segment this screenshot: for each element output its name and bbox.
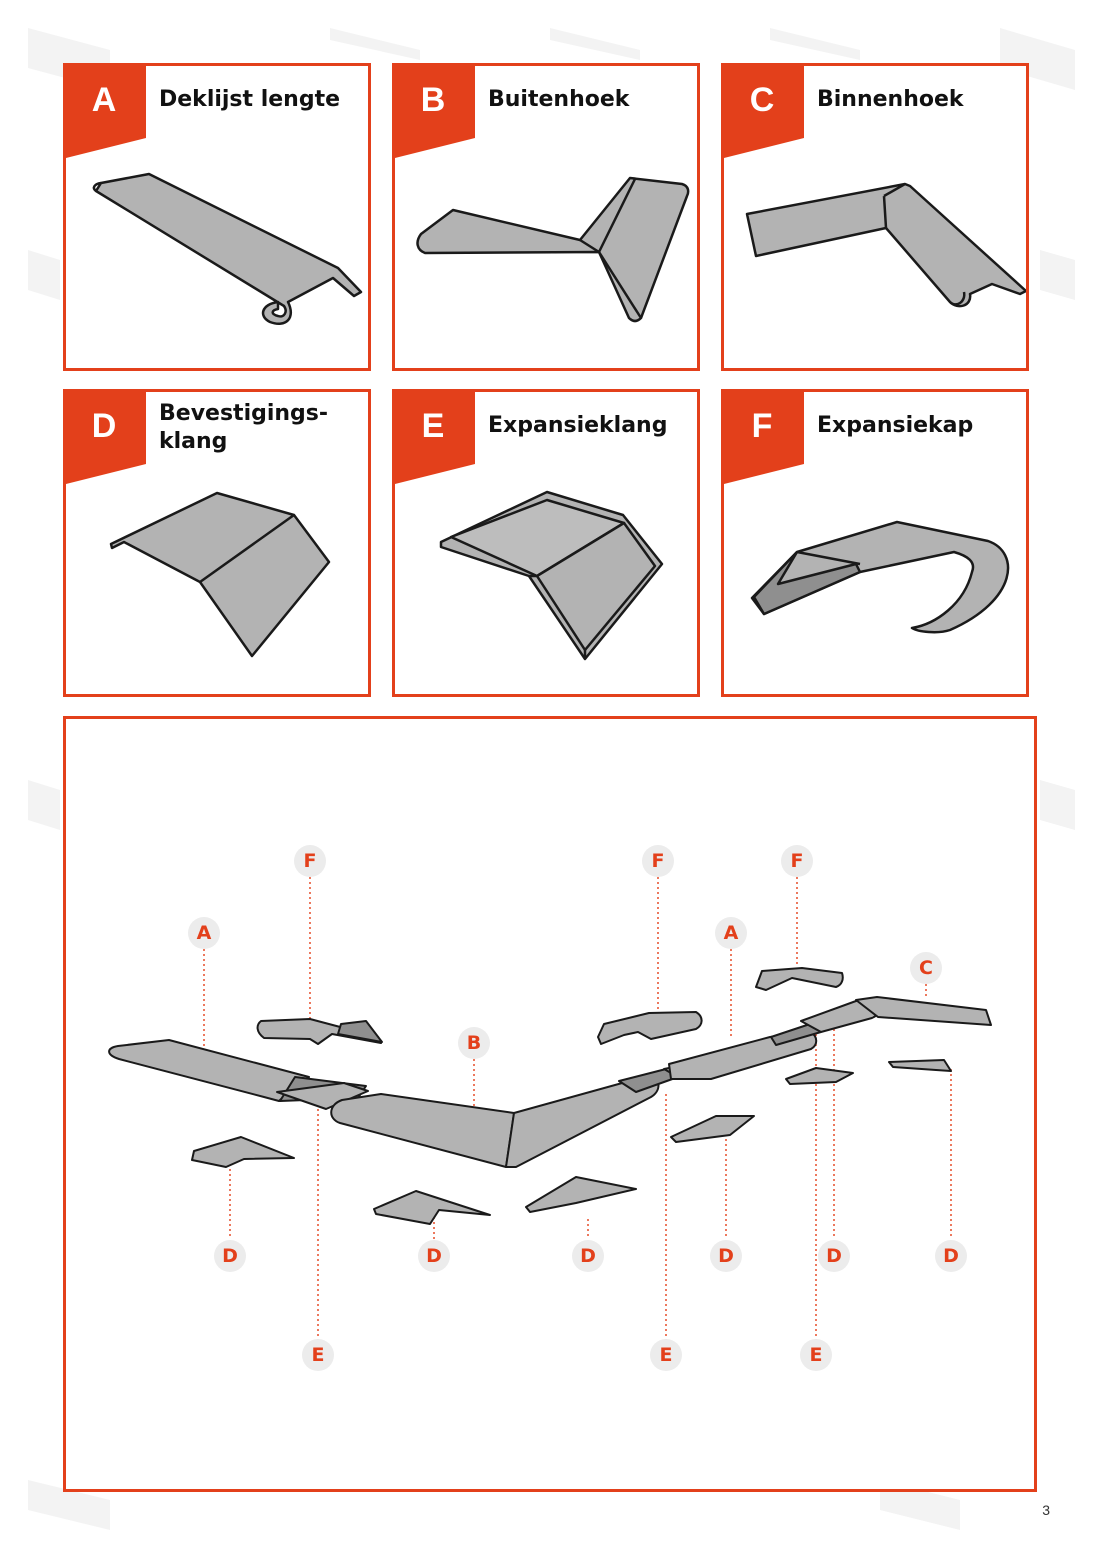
card-tag-d bbox=[66, 392, 146, 484]
callout-d-4: D bbox=[710, 1240, 742, 1272]
part-card-e: E Expansieklang bbox=[392, 389, 700, 697]
callout-d-6: D bbox=[935, 1240, 967, 1272]
binnenhoek-illustration bbox=[745, 182, 1026, 308]
buitenhoek-illustration bbox=[416, 176, 690, 323]
callout-d-3: D bbox=[572, 1240, 604, 1272]
part-card-d: D Bevestigings- klang bbox=[63, 389, 371, 697]
part-card-f: F Expansiekap bbox=[721, 389, 1029, 697]
expansieklang-illustration bbox=[439, 490, 664, 661]
part-card-c: C Binnenhoek bbox=[721, 63, 1029, 371]
expansiekap-illustration bbox=[750, 520, 1010, 634]
callout-d-5: D bbox=[818, 1240, 850, 1272]
card-tag-b bbox=[395, 66, 475, 158]
callout-c: C bbox=[910, 952, 942, 984]
assembly-diagram: F F F A A C B D D D D D D E E E bbox=[63, 716, 1037, 1492]
callout-b: B bbox=[458, 1027, 490, 1059]
callout-e-2: E bbox=[650, 1339, 682, 1371]
card-tag-f bbox=[724, 392, 804, 484]
card-letter-c: C bbox=[749, 81, 775, 119]
assembly-drawing bbox=[108, 877, 992, 1341]
part-card-b: B Buitenhoek bbox=[392, 63, 700, 371]
card-title-e: Expansieklang bbox=[488, 413, 668, 438]
card-title-c: Binnenhoek bbox=[817, 87, 964, 112]
callout-e-3: E bbox=[800, 1339, 832, 1371]
card-title-a: Deklijst lengte bbox=[159, 87, 341, 112]
card-letter-b: B bbox=[420, 81, 446, 119]
deklijst-lengte-illustration bbox=[92, 172, 363, 325]
card-title-b: Buitenhoek bbox=[488, 87, 630, 112]
callout-a-2: A bbox=[715, 917, 747, 949]
bevestigingsklang-illustration bbox=[109, 491, 331, 658]
card-letter-e: E bbox=[421, 407, 445, 445]
card-letter-a: A bbox=[91, 81, 117, 119]
part-card-a: A Deklijst lengte bbox=[63, 63, 371, 371]
callout-f-1: F bbox=[294, 845, 326, 877]
card-tag-a bbox=[66, 66, 146, 158]
callout-f-2: F bbox=[642, 845, 674, 877]
card-title-d: Bevestigings- klang bbox=[159, 401, 329, 454]
callout-d-1: D bbox=[214, 1240, 246, 1272]
card-tag-e bbox=[395, 392, 475, 484]
callout-e-1: E bbox=[302, 1339, 334, 1371]
callout-f-3: F bbox=[781, 845, 813, 877]
card-title-f: Expansiekap bbox=[817, 413, 974, 438]
card-letter-d: D bbox=[91, 407, 117, 445]
card-letter-f: F bbox=[751, 407, 773, 445]
card-tag-c bbox=[724, 66, 804, 158]
callout-d-2: D bbox=[418, 1240, 450, 1272]
page-number: 3 bbox=[1042, 1502, 1050, 1518]
callout-a-1: A bbox=[188, 917, 220, 949]
